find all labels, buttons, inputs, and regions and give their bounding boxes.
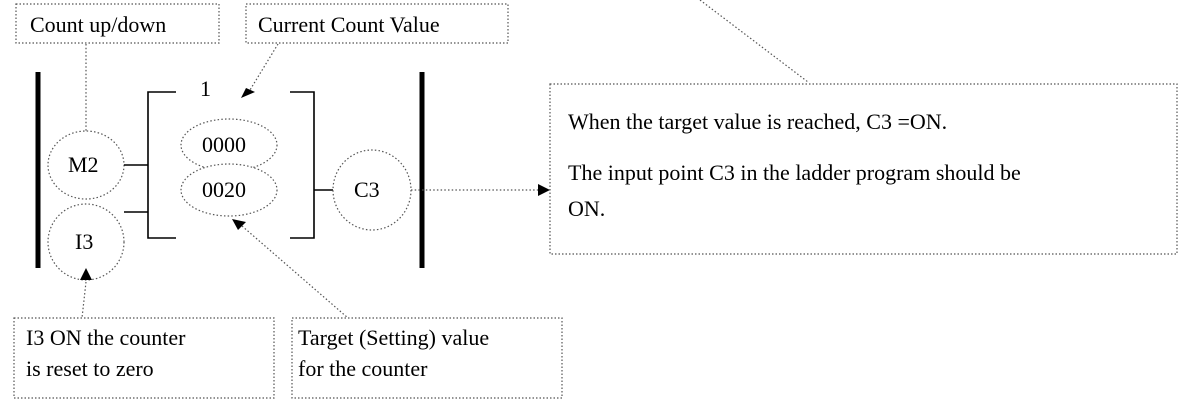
callout-line-1: When the target value is reached, C3 =ON…	[568, 109, 947, 134]
output-callout-arrowhead	[538, 184, 550, 196]
reset-note-line-2: is reset to zero	[26, 356, 154, 381]
target-note-line-1: Target (Setting) value	[298, 325, 489, 350]
count-up-down-label-box	[15, 3, 220, 44]
current-count-arrowhead	[241, 88, 255, 98]
current-value: 0000	[202, 132, 246, 157]
callout-box	[549, 83, 1178, 255]
top-leader-line	[699, 0, 809, 83]
counter-right-bracket	[290, 91, 315, 239]
reset-note-arrowhead	[80, 268, 92, 280]
target-note-line-2: for the counter	[298, 356, 428, 381]
output-coil-label: C3	[354, 177, 380, 202]
reset-note-box	[13, 317, 275, 399]
target-note-leader	[241, 225, 349, 319]
counter-left-bracket	[147, 91, 176, 239]
current-count-leader	[249, 43, 279, 91]
target-note-arrowhead	[232, 219, 246, 230]
target-value-oval	[180, 163, 278, 217]
callout-line-3: ON.	[568, 196, 605, 221]
current-count-value-label-box	[245, 3, 509, 44]
reset-input-label: I3	[75, 229, 93, 254]
counter-number: 1	[200, 76, 211, 101]
up-down-input-label: M2	[68, 152, 99, 177]
reset-note-leader	[81, 281, 87, 319]
current-count-value-label: Current Count Value	[258, 12, 440, 37]
target-value: 0020	[202, 177, 246, 202]
target-note-box	[291, 317, 563, 399]
count-up-down-label: Count up/down	[30, 12, 166, 37]
callout-line-2: The input point C3 in the ladder program…	[568, 160, 1021, 185]
reset-note-line-1: I3 ON the counter	[26, 325, 186, 350]
